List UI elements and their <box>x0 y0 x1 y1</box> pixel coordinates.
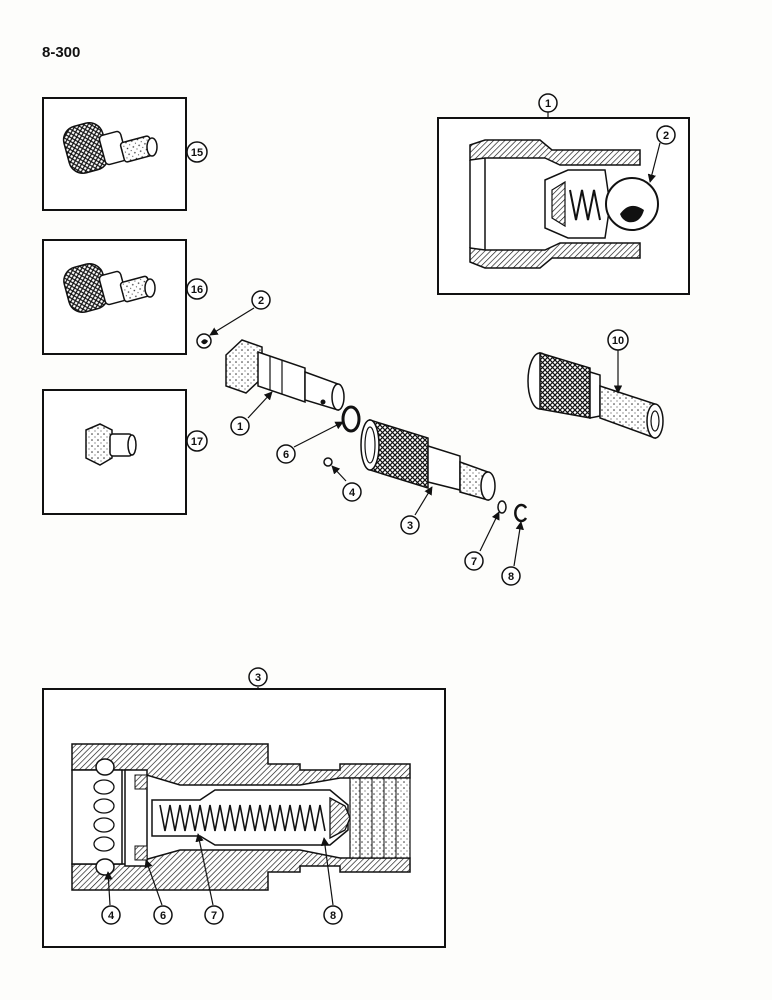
svg-text:17: 17 <box>191 436 203 448</box>
coupler-1-section-illustration <box>469 139 659 269</box>
callout-1-detail: 1 <box>538 93 558 113</box>
callout-3-section: 3 <box>248 667 268 687</box>
coupler-assembly-part-10 <box>527 351 664 440</box>
callout-16: 16 <box>186 278 208 300</box>
svg-text:4: 4 <box>349 487 356 499</box>
o-ring-part-6 <box>341 405 361 433</box>
ball-part-4 <box>323 457 333 467</box>
coupler-3-section-illustration <box>71 743 411 891</box>
callout-2-detail: 2 <box>656 125 676 145</box>
callout-17: 17 <box>186 430 208 452</box>
svg-text:8: 8 <box>508 571 514 583</box>
svg-text:10: 10 <box>612 335 624 347</box>
svg-text:7: 7 <box>211 910 217 922</box>
callout-4-section: 4 <box>101 905 121 925</box>
callout-10: 10 <box>607 329 629 351</box>
snap-ring-part-8 <box>514 503 528 523</box>
svg-text:6: 6 <box>160 910 166 922</box>
coupler-17-illustration <box>85 423 137 466</box>
callout-6: 6 <box>276 444 296 464</box>
callout-4: 4 <box>342 482 362 502</box>
coupler-sleeve-part-3 <box>360 418 496 501</box>
svg-text:15: 15 <box>191 147 203 159</box>
callout-8: 8 <box>501 566 521 586</box>
svg-text:3: 3 <box>407 520 413 532</box>
svg-text:16: 16 <box>191 284 203 296</box>
callout-6-section: 6 <box>153 905 173 925</box>
callout-7: 7 <box>464 551 484 571</box>
svg-text:3: 3 <box>255 672 261 684</box>
svg-text:4: 4 <box>108 910 115 922</box>
svg-text:2: 2 <box>258 295 264 307</box>
coupler-body-part-1 <box>225 339 345 412</box>
ring-part-7 <box>497 500 507 514</box>
page-number: 8-300 <box>42 44 81 61</box>
callout-8-section: 8 <box>323 905 343 925</box>
svg-text:2: 2 <box>663 130 669 142</box>
callout-2-ball: 2 <box>251 290 271 310</box>
callout-15: 15 <box>186 141 208 163</box>
svg-text:1: 1 <box>545 98 551 110</box>
svg-text:1: 1 <box>237 421 243 433</box>
callout-3: 3 <box>400 515 420 535</box>
coupler-15-illustration <box>62 122 158 174</box>
coupler-16-illustration <box>63 263 156 313</box>
svg-text:7: 7 <box>471 556 477 568</box>
inset-box-16 <box>42 239 187 355</box>
callout-7-section: 7 <box>204 905 224 925</box>
callout-1-part: 1 <box>230 416 250 436</box>
svg-text:6: 6 <box>283 449 289 461</box>
svg-text:8: 8 <box>330 910 336 922</box>
